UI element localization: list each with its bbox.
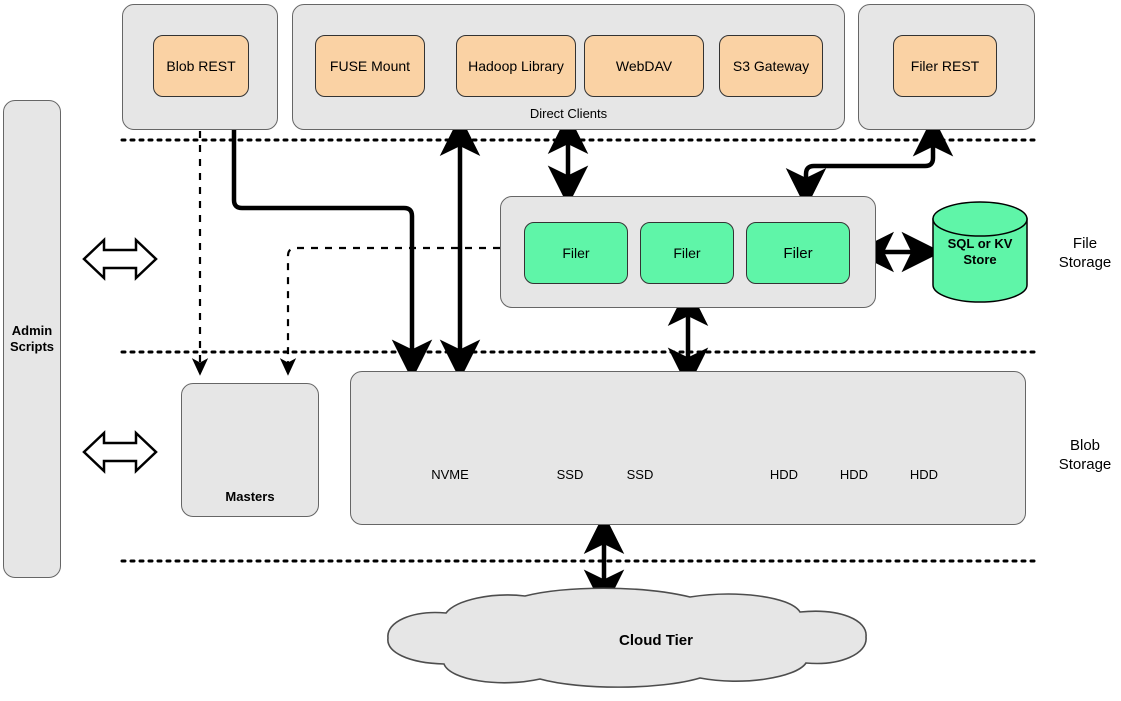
- blob-rest-to-volumes: [231, 128, 433, 380]
- filer-node-1[interactable]: Filer: [524, 222, 628, 284]
- cloud-tier-label: Cloud Tier: [619, 632, 693, 649]
- s3-gateway-chip[interactable]: S3 Gateway: [719, 35, 823, 97]
- masters-label: Masters: [225, 489, 275, 504]
- dashed-master-links: [191, 131, 500, 376]
- masters-box: Masters: [181, 383, 319, 517]
- hadoop-library-chip[interactable]: Hadoop Library: [456, 35, 576, 97]
- filer-rest-group: Filer REST: [858, 4, 1035, 130]
- admin-to-blob-storage-arrow: [82, 430, 158, 474]
- filer-node-2[interactable]: Filer: [640, 222, 734, 284]
- admin-双-arrows: [82, 237, 158, 474]
- blob-rest-chip[interactable]: Blob REST: [153, 35, 249, 97]
- file-storage-tier-label: File Storage: [1058, 235, 1112, 271]
- filer-node-3[interactable]: Filer: [746, 222, 850, 284]
- admin-scripts-panel[interactable]: Admin Scripts: [3, 100, 61, 578]
- direct-clients-group: FUSE Mount Hadoop Library WebDAV S3 Gate…: [292, 4, 845, 130]
- admin-to-file-storage-arrow: [82, 237, 158, 281]
- blob-storage-tier-label: Blob Storage: [1058, 437, 1112, 473]
- cloud-tier-label-wrap: Cloud Tier: [444, 632, 868, 654]
- filer-rest-chip[interactable]: Filer REST: [893, 35, 997, 97]
- direct-clients-caption: Direct Clients: [529, 106, 608, 121]
- filer-rest-to-filers: [785, 116, 954, 209]
- filer-to-masters-dashed: [279, 246, 500, 376]
- volume-servers-group: [350, 371, 1026, 525]
- fuse-mount-chip[interactable]: FUSE Mount: [315, 35, 425, 97]
- admin-scripts-label: Admin Scripts: [9, 322, 55, 354]
- metastore-label: SQL or KV Store: [947, 236, 1013, 267]
- filer-group: Filer Filer Filer: [500, 196, 876, 308]
- metastore-label-wrap: SQL or KV Store: [933, 236, 1027, 276]
- webdav-chip[interactable]: WebDAV: [584, 35, 704, 97]
- blob-rest-group: Blob REST: [122, 4, 278, 130]
